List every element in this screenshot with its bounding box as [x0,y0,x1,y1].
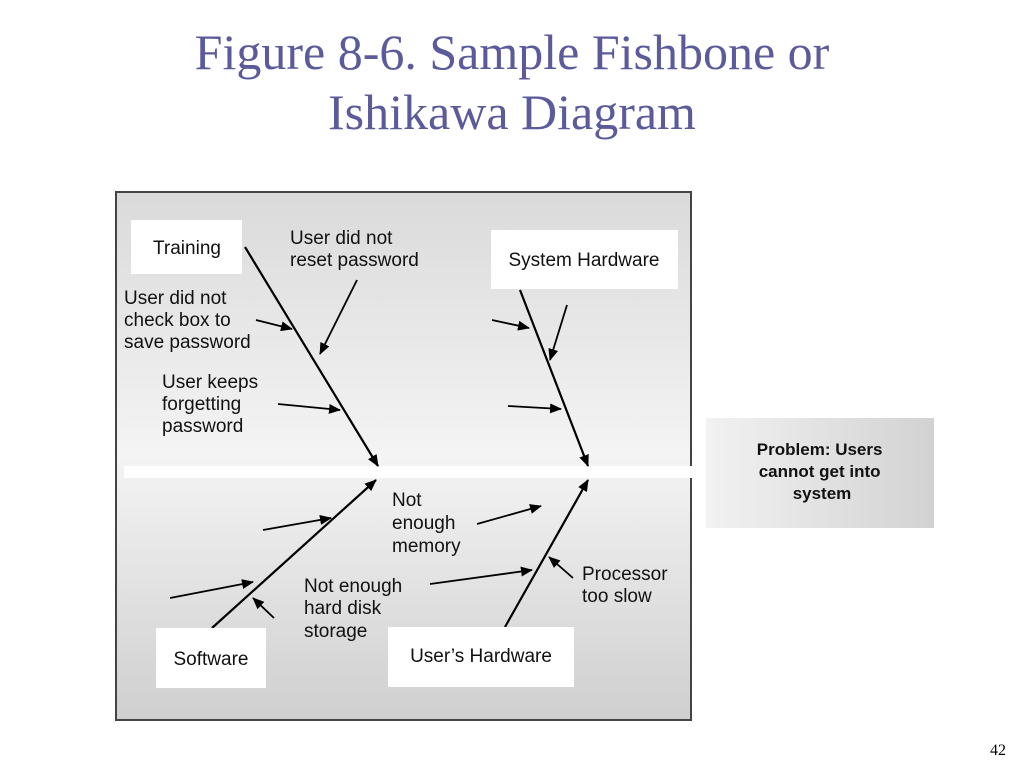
bone-software [211,479,377,629]
category-users-hardware-label: User’s Hardware [410,646,552,667]
problem-line-2: cannot get into [759,462,881,481]
title-line-2: Ishikawa Diagram [328,84,696,140]
category-software-label: Software [174,649,249,670]
title-line-1: Figure 8-6. Sample Fishbone or [194,24,830,80]
problem-box [706,418,934,528]
cause-forgetting: User keeps forgetting password [162,372,263,437]
cause-processor: Processor too slow [582,564,673,607]
arrow-hard-disk [429,566,533,585]
arrow-check-box [255,319,293,332]
cause-memory: Not enough memory [392,490,461,557]
category-system-hardware: System Hardware [491,230,678,289]
arrow-memory [476,504,542,525]
category-software: Software [156,628,266,688]
cause-check-box: User did not check box to save password [124,288,251,353]
cause-reset-password: User did not reset password [290,228,419,271]
category-system-hardware-label: System Hardware [509,250,660,271]
category-users-hardware: User’s Hardware [388,627,574,687]
category-training-label: Training [153,238,221,259]
arrow-sys-hw-1 [491,319,530,331]
arrow-sys-hw-3 [507,403,562,414]
arrow-processor [548,556,574,579]
problem-text: Problem: Users cannot get into system [757,440,887,503]
bone-system-hardware [518,289,590,467]
spine [124,466,714,478]
arrow-software-2 [169,579,254,599]
problem-line-3: system [793,484,852,503]
arrow-software-3 [252,597,275,619]
cause-hard-disk: Not enough hard disk storage [304,576,408,642]
bone-users-hardware [504,479,589,628]
arrow-forgetting [277,403,341,414]
bone-training [244,246,379,467]
problem-line-1: Problem: Users [757,440,883,459]
page-number: 42 [990,742,1006,759]
slide-title: Figure 8-6. Sample Fishbone or Ishikawa … [0,22,1024,142]
category-training: Training [131,220,242,274]
arrow-reset-password [319,279,358,355]
arrow-sys-hw-2 [548,304,568,361]
arrow-software-1 [262,514,332,531]
